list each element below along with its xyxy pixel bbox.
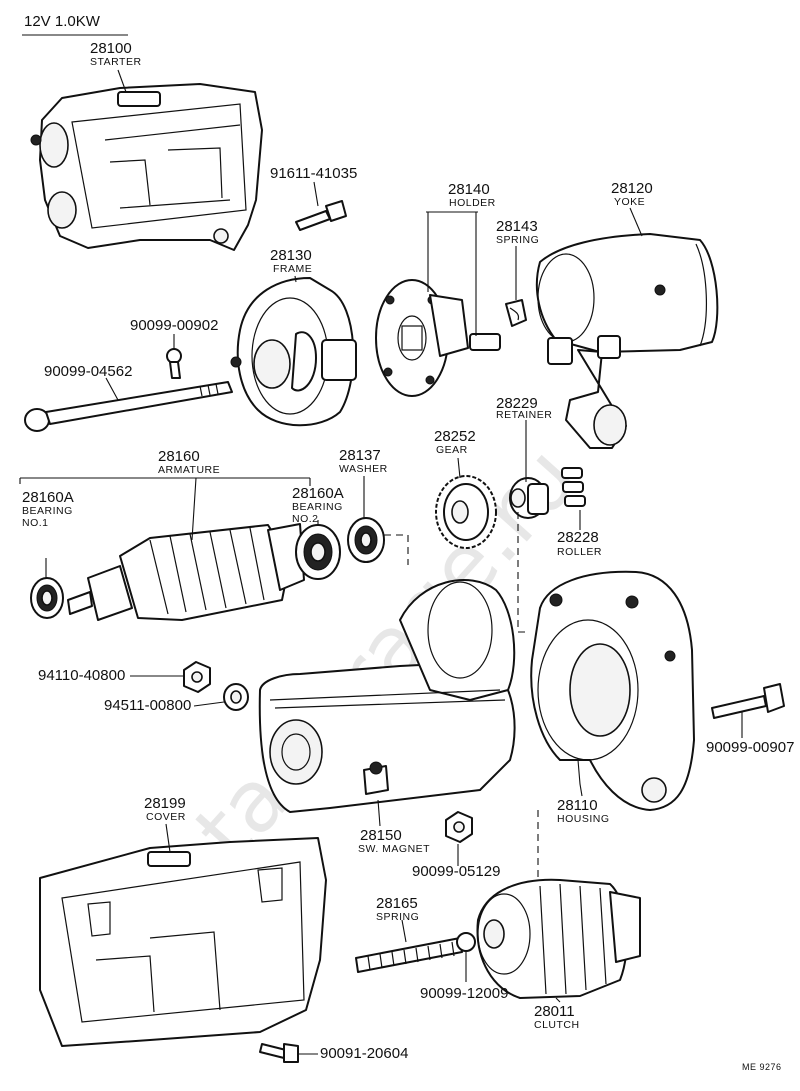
label-starter-number: 28100 <box>90 40 132 57</box>
label-through-bolt-number: 90099-04562 <box>44 363 132 380</box>
label-brush-spring-name: SPRING <box>496 234 539 246</box>
bolt-90099-00907[interactable] <box>711 683 785 719</box>
bearing-no1-part[interactable] <box>30 577 64 619</box>
yoke-part[interactable] <box>535 233 719 449</box>
label-roller-name: ROLLER <box>557 546 602 558</box>
leader-bolt-91611 <box>313 181 319 207</box>
label-holder-number: 28140 <box>448 181 490 198</box>
label-washer-94511-number: 94511-00800 <box>104 697 191 714</box>
label-clutch-spring-number: 28165 <box>376 895 418 912</box>
bearing-no2-part[interactable] <box>295 524 341 580</box>
dash-armature-align <box>384 534 409 565</box>
label-starter-name: STARTER <box>90 56 142 68</box>
label-cover-name: COVER <box>146 811 186 823</box>
washer-94511-00800[interactable] <box>223 683 249 711</box>
label-frame-name: FRAME <box>273 263 312 275</box>
leader-clutch-spring <box>401 919 407 943</box>
through-bolt-90099-04562[interactable] <box>24 381 233 432</box>
label-clutch-name: CLUTCH <box>534 1019 580 1031</box>
leader-housing <box>577 759 583 797</box>
label-clutch-number: 28011 <box>534 1003 575 1020</box>
label-bearing-no2-number: 28160A <box>292 485 344 502</box>
label-nut-94110-number: 94110-40800 <box>38 667 125 684</box>
label-yoke-name: YOKE <box>614 196 645 208</box>
brush-spring-part[interactable] <box>505 299 527 327</box>
label-gear-number: 28252 <box>434 428 476 445</box>
leader-yoke <box>629 207 643 237</box>
label-bolt-00907-number: 90099-00907 <box>706 739 794 756</box>
leader-washer-94511 <box>193 701 225 707</box>
leader-sw-magnet <box>377 799 381 827</box>
housing-part[interactable] <box>530 570 695 811</box>
label-bolt-20604-number: 90091-20604 <box>320 1045 408 1062</box>
bolt-91611-41035[interactable] <box>295 200 347 231</box>
label-brush-spring-number: 28143 <box>496 218 538 235</box>
label-yoke-number: 28120 <box>611 180 653 197</box>
label-retainer-name: RETAINER <box>496 409 552 421</box>
roller-part[interactable] <box>561 467 586 507</box>
clutch-part[interactable] <box>476 878 641 999</box>
frame-part[interactable] <box>230 277 357 427</box>
starter-assembly[interactable] <box>30 83 263 251</box>
label-retainer-number: 28229 <box>496 395 538 412</box>
bolt-90091-20604[interactable] <box>259 1043 299 1063</box>
leader-clutch <box>555 997 561 1003</box>
retainer-part[interactable] <box>509 477 549 519</box>
bracket-armature <box>19 477 311 541</box>
holder-part[interactable] <box>375 279 501 397</box>
leader-starter <box>117 69 127 93</box>
label-frame-number: 28130 <box>270 247 312 264</box>
label-washer-number: 28137 <box>339 447 381 464</box>
washer-28137-part[interactable] <box>347 517 385 563</box>
spec-heading: 12V 1.0KW <box>24 13 101 30</box>
leader-cover <box>165 823 171 853</box>
nut-94110-40800[interactable] <box>183 661 211 693</box>
leader-gear <box>457 457 461 479</box>
label-bearing-no1-number: 28160A <box>22 489 74 506</box>
label-gear-name: GEAR <box>436 444 468 456</box>
nut-90099-05129[interactable] <box>445 811 473 843</box>
label-bearing-no1-name: BEARING <box>22 505 73 517</box>
label-bearing-no1-sub: NO.1 <box>22 517 49 529</box>
label-washer-name: WASHER <box>339 463 388 475</box>
dash-gear-align <box>517 512 530 633</box>
footer-code: ME 9276 <box>742 1062 782 1072</box>
bracket-holder <box>426 211 478 336</box>
label-sw-magnet-number: 28150 <box>360 827 402 844</box>
leader-through-bolt <box>105 377 119 401</box>
label-clutch-spring-name: SPRING <box>376 911 419 923</box>
label-screw-00902-number: 90099-00902 <box>130 317 218 334</box>
gear-part[interactable] <box>435 475 497 549</box>
label-armature-name: ARMATURE <box>158 464 220 476</box>
label-holder-name: HOLDER <box>449 197 496 209</box>
ball-90099-12009[interactable] <box>456 932 476 952</box>
cover-part[interactable] <box>39 837 327 1047</box>
label-armature-number: 28160 <box>158 448 200 465</box>
label-housing-number: 28110 <box>557 797 598 814</box>
screw-90099-00902[interactable] <box>166 348 182 379</box>
label-bolt-91611-number: 91611-41035 <box>270 165 357 182</box>
label-sw-magnet-name: SW. MAGNET <box>358 843 430 855</box>
label-bearing-no2-sub: NO.2 <box>292 513 319 525</box>
label-bearing-no2-name: BEARING <box>292 501 343 513</box>
label-housing-name: HOUSING <box>557 813 610 825</box>
label-roller-number: 28228 <box>557 529 599 546</box>
sw-magnet-part[interactable] <box>258 579 516 813</box>
label-nut-05129-number: 90099-05129 <box>412 863 500 880</box>
label-cover-number: 28199 <box>144 795 186 812</box>
label-ball-number: 90099-12009 <box>420 985 508 1002</box>
clutch-spring-part[interactable] <box>355 937 463 973</box>
armature-part[interactable] <box>67 523 323 621</box>
leader-frame <box>294 275 297 283</box>
